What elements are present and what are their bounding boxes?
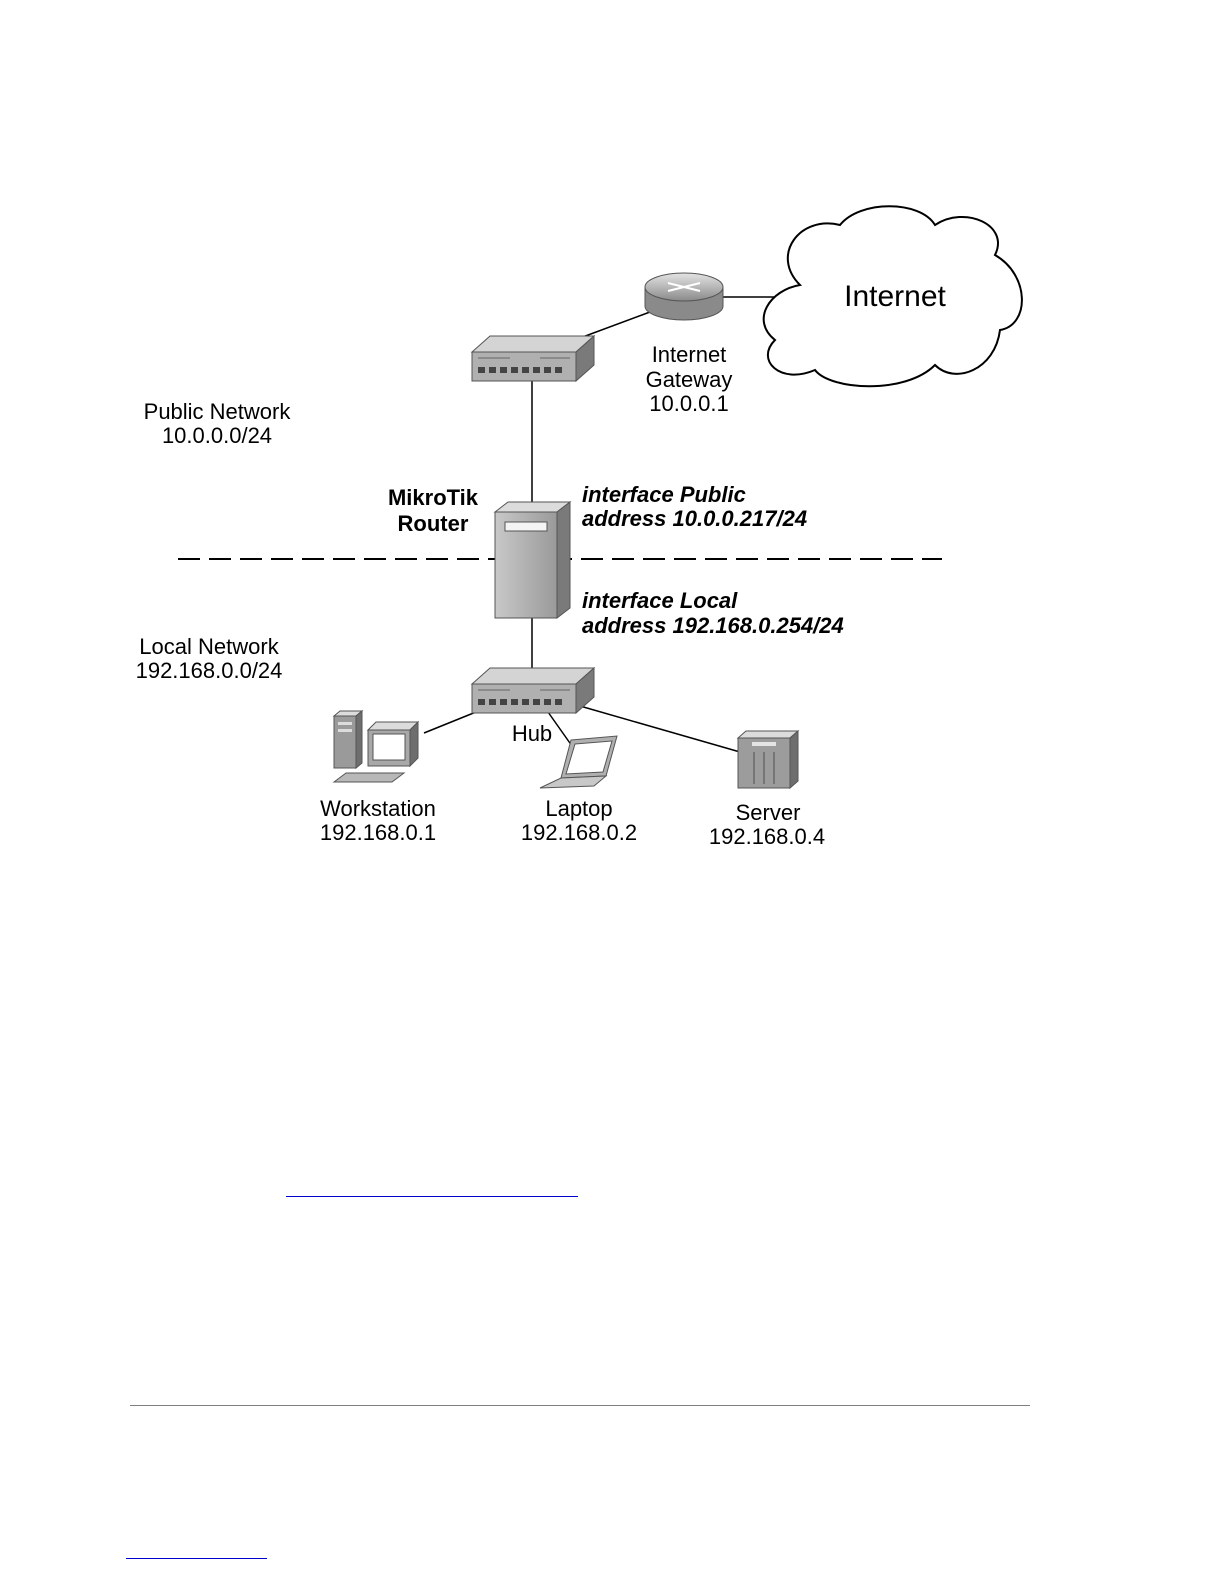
gateway-label-line1: Internet: [652, 342, 727, 367]
footer-link-underline[interactable]: [126, 1558, 267, 1559]
public-network-name: Public Network: [144, 399, 292, 424]
router-label-line2: Router: [398, 511, 469, 536]
document-link-underline[interactable]: [286, 1196, 578, 1197]
local-interface-label: interface Local: [582, 588, 738, 613]
hub-icon: [472, 668, 594, 713]
server-icon: [738, 731, 798, 788]
router-label-line1: MikroTik: [388, 485, 479, 510]
gateway-router-icon: [645, 273, 723, 320]
laptop-ip: 192.168.0.2: [521, 820, 637, 845]
cloud-label: Internet: [844, 280, 946, 313]
workstation-icon: [334, 711, 418, 782]
server-name: Server: [736, 800, 801, 825]
workstation-ip: 192.168.0.1: [320, 820, 436, 845]
server-ip: 192.168.0.4: [709, 824, 825, 849]
link-switch-gateway: [580, 312, 650, 338]
gateway-label-line2: Gateway: [646, 367, 733, 392]
workstation-name: Workstation: [320, 796, 436, 821]
hub-label: Hub: [512, 721, 552, 746]
mikrotik-router-icon: [495, 502, 570, 618]
public-switch-icon: [472, 336, 594, 381]
footer-divider: [130, 1405, 1030, 1406]
local-interface-address: address 192.168.0.254/24: [582, 613, 844, 638]
public-network-subnet: 10.0.0.0/24: [162, 423, 272, 448]
laptop-name: Laptop: [545, 796, 612, 821]
local-network-subnet: 192.168.0.0/24: [136, 658, 283, 683]
gateway-ip-label: 10.0.0.1: [649, 391, 729, 416]
public-interface-label: interface Public: [582, 482, 746, 507]
public-interface-address: address 10.0.0.217/24: [582, 506, 807, 531]
link-hub-workstation: [424, 712, 476, 733]
local-network-name: Local Network: [139, 634, 279, 659]
